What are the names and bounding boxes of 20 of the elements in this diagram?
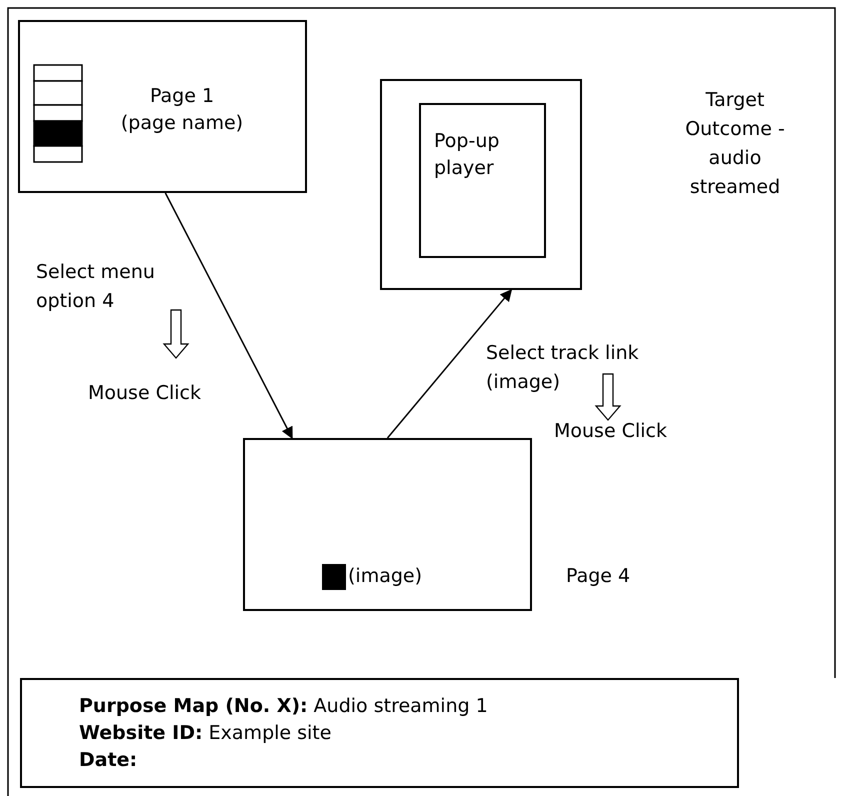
page-title: Page 1: [148, 84, 216, 109]
info-line: Date:: [79, 748, 138, 773]
instruction-text: Select menu option 4: [36, 260, 156, 314]
info-panel: [20, 678, 739, 788]
page-box: [243, 438, 532, 611]
outcome-caption: Target Outcome - audio streamed: [684, 88, 786, 200]
page-subtitle: (page name): [120, 111, 244, 136]
popup-window: [419, 103, 546, 258]
page-label: Page 4: [566, 564, 632, 589]
info-line: Website ID: Example site: [79, 721, 332, 746]
arrow: [386, 289, 512, 438]
image-caption: (image): [348, 564, 424, 589]
instruction-text: Select track link (image): [486, 341, 640, 395]
arrow: [164, 192, 293, 440]
action-text: Mouse Click: [88, 381, 202, 406]
action-text: Mouse Click: [554, 419, 668, 444]
outcome-box: [380, 79, 582, 290]
info-line: Purpose Map (No. X): Audio streaming 1: [79, 694, 489, 719]
popup-title: Pop-up player: [434, 129, 500, 181]
page-box: [18, 20, 307, 193]
